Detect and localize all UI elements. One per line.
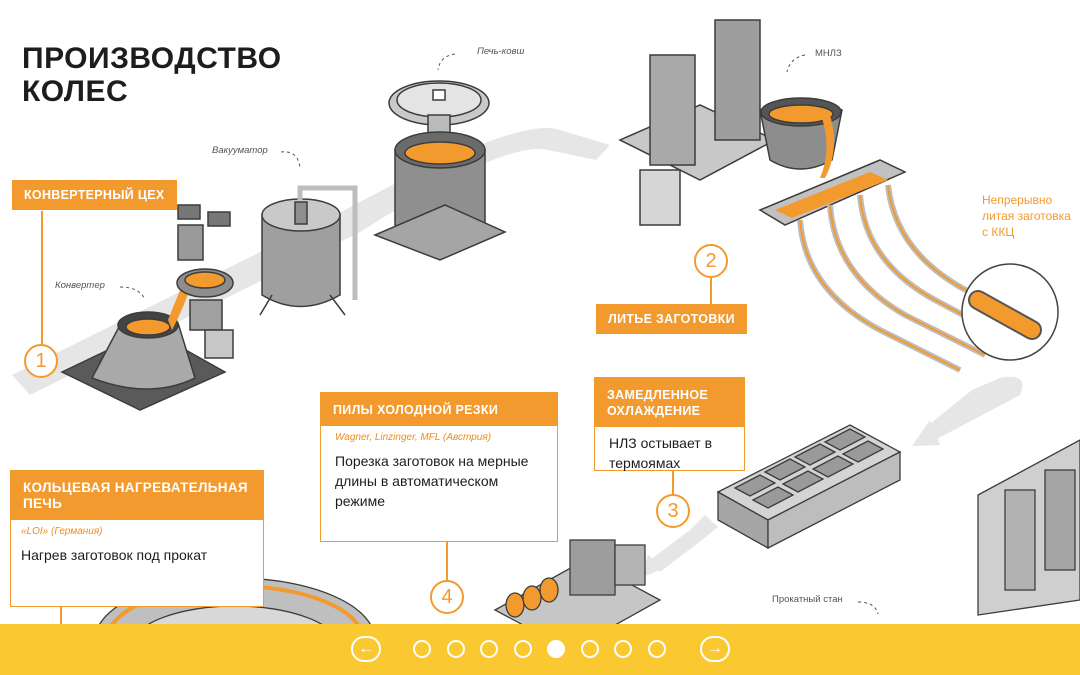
page-dot-8[interactable] [647,640,666,658]
step5-title: КОЛЬЦЕВАЯ НАГРЕВАТЕЛЬНАЯ ПЕЧЬ [11,471,263,520]
label-vacuumator: Вакууматор [212,145,268,156]
converter-illustration [60,204,234,411]
arrow-right-icon: → [707,640,723,657]
page-dot-4[interactable] [513,640,532,658]
step4-number: 4 [430,580,464,614]
label-rolling-mill: Прокатный стан [772,594,843,605]
step4-connector [446,542,448,580]
step4-card: ПИЛЫ ХОЛОДНОЙ РЕЗКИ Wagner, Linzinger, M… [320,392,558,542]
label-converter: Конвертер [55,280,105,291]
step4-vendor: Wagner, Linzinger, MFL (Австрия) [335,432,492,443]
caster-illustration [618,19,907,226]
page-title: ПРОИЗВОДСТВО КОЛЕС [22,42,282,108]
label-mnlz: МНЛЗ [815,48,842,59]
page-dot-1[interactable] [413,640,431,658]
page-dot-7[interactable] [614,640,632,658]
label-ladle-furnace: Печь-ковш [477,46,525,57]
slide-navigation: ← → [0,624,1080,675]
rolling-mill-illustration [977,439,1080,616]
arrow-left-icon: ← [358,640,374,657]
step3-title: ЗАМЕДЛЕННОЕ ОХЛАЖДЕНИЕ [595,378,744,427]
step2-title: ЛИТЬЕ ЗАГОТОВКИ [596,304,747,334]
step4-description: Порезка заготовок на мерные длины в авто… [335,453,529,509]
step1-title: КОНВЕРТЕРНЫЙ ЦЕХ [12,180,177,210]
page-dot-3[interactable] [480,640,498,658]
page-dot-5[interactable] [547,640,565,658]
page-dot-6[interactable] [580,640,599,658]
ladle-furnace-illustration [373,80,507,261]
cast-strands [797,184,1032,373]
step5-vendor: «LOI» (Германия) [21,526,103,537]
cooling-pits-illustration [716,424,902,550]
step2-connector [710,278,712,304]
step3-connector [672,470,674,496]
step5-connector [60,606,62,624]
step3-number: 3 [656,494,690,528]
step4-title: ПИЛЫ ХОЛОДНОЙ РЕЗКИ [321,393,557,426]
step1-number: 1 [24,344,58,378]
label-billet: Непрерывно литая заготовка с ККЦ [982,193,1071,239]
step5-card: КОЛЬЦЕВАЯ НАГРЕВАТЕЛЬНАЯ ПЕЧЬ «LOI» (Гер… [10,470,264,607]
vacuumator-illustration [259,185,358,316]
step3-card: ЗАМЕДЛЕННОЕ ОХЛАЖДЕНИЕ НЛЗ остывает в те… [594,377,745,471]
step2-number: 2 [694,244,728,278]
page-dot-2[interactable] [446,640,465,658]
step5-description: Нагрев заготовок под прокат [21,547,208,563]
step1-connector [41,211,43,344]
prev-button[interactable]: ← [351,636,381,662]
next-button[interactable]: → [700,636,730,662]
step3-description: НЛЗ остывает в термоямах [609,435,713,471]
billet-zoom [961,263,1059,361]
callout-leaders [119,53,879,615]
